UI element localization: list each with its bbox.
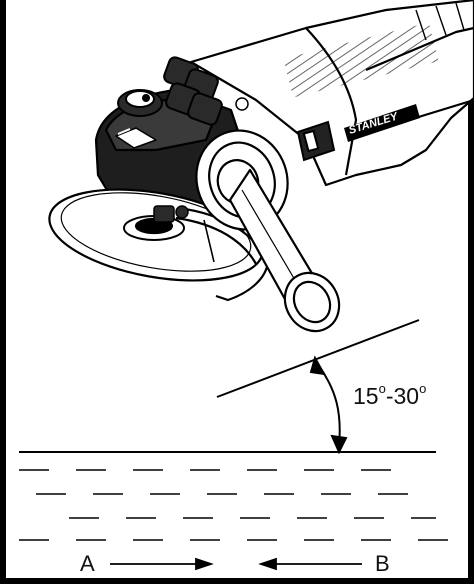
angle-range-label: 15o-30o [353,381,427,410]
angle-from: 15 [353,383,379,409]
grinder-body [189,0,474,187]
side-handle [195,129,341,333]
direction-arrow-right [110,557,214,571]
tool-angle-line [216,319,420,398]
degree-mark-1: o [378,381,386,397]
angle-to: 30 [393,383,420,409]
degree-mark-2: o [419,381,427,397]
work-surface-dashes [19,469,448,541]
direction-label-b: B [375,551,390,576]
angle-separator: - [385,383,394,409]
grinder-illustration: STANLEY [19,0,474,571]
flange-nut [153,97,249,223]
direction-arrow-left [258,557,362,571]
head-grip-pads [163,56,223,126]
direction-label-a: A [80,551,95,576]
angle-arc-arrow [309,355,348,455]
spindle-lock-button [117,89,163,117]
power-switch [296,120,336,162]
